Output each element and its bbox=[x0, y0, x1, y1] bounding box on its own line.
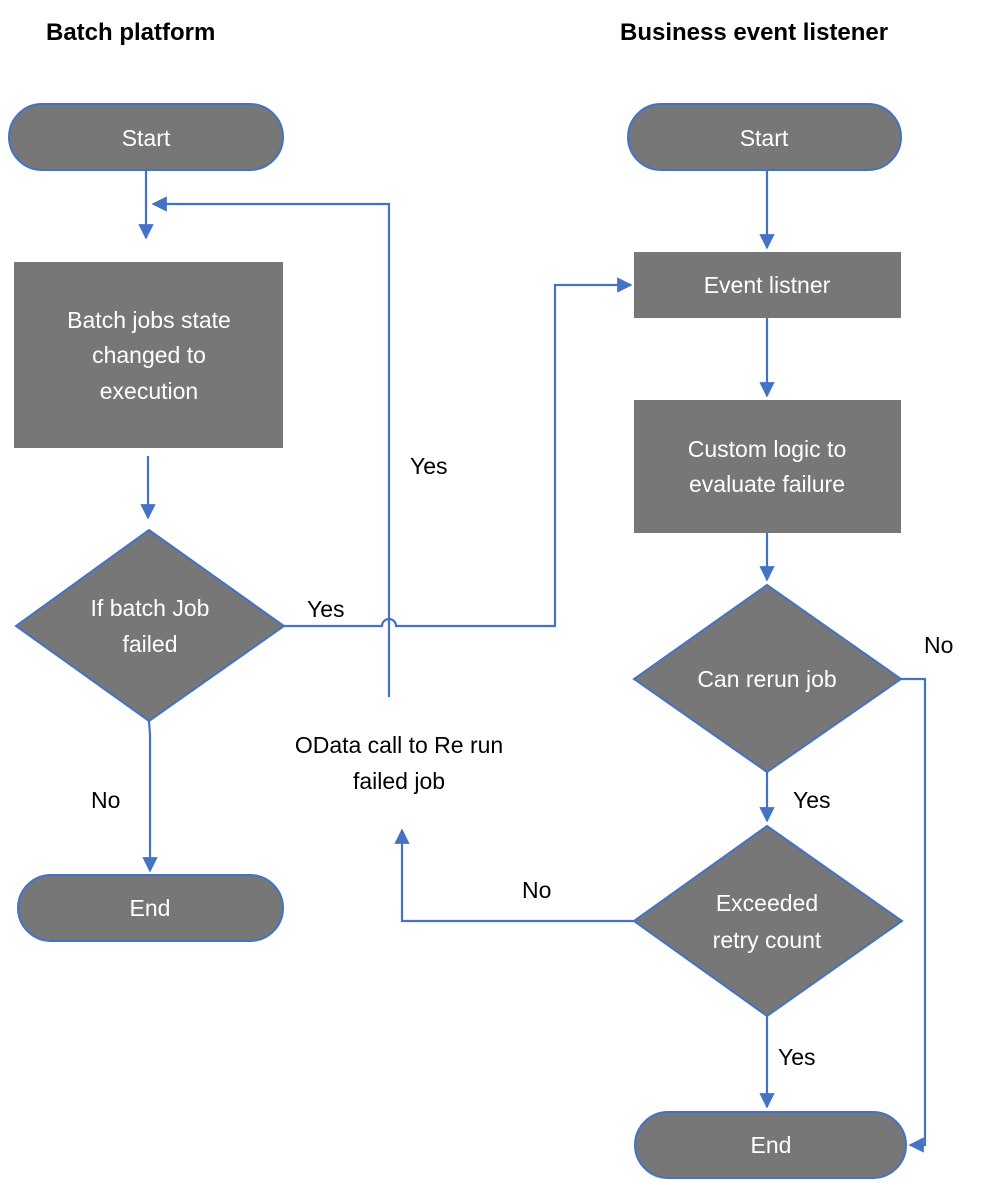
exceeded-no-label: No bbox=[522, 877, 551, 903]
batch-failed-line-1: If batch Job bbox=[91, 595, 210, 621]
odata-call-line-1: OData call to Re run bbox=[295, 732, 503, 758]
can-rerun-decision: Can rerun job bbox=[632, 583, 903, 774]
custom-logic-line-2: evaluate failure bbox=[689, 471, 845, 497]
connector-exceeded-no-to-odata bbox=[394, 828, 634, 923]
batch-state-line-2: changed to bbox=[92, 342, 206, 368]
right-start-node: Start bbox=[627, 103, 902, 171]
can-rerun-yes-label: Yes bbox=[793, 787, 831, 813]
exceeded-retry-line-2: retry count bbox=[713, 927, 822, 953]
odata-call-node: OData call to Re run failed job bbox=[295, 732, 503, 794]
left-no-label: No bbox=[91, 787, 120, 813]
connector-decision-to-end bbox=[142, 720, 158, 873]
connector-failed-yes-to-event-listener bbox=[284, 277, 633, 628]
left-start-node: Start bbox=[8, 103, 284, 171]
odata-yes-label: Yes bbox=[410, 453, 448, 479]
exceeded-retry-decision: Exceeded retry count bbox=[632, 824, 904, 1018]
left-end-label: End bbox=[130, 895, 171, 921]
event-listener-label: Event listner bbox=[704, 272, 831, 298]
can-rerun-label: Can rerun job bbox=[697, 666, 836, 692]
heading-business-event-listener: Business event listener bbox=[620, 19, 888, 46]
event-listener-process: Event listner bbox=[634, 252, 901, 318]
right-start-label: Start bbox=[740, 125, 789, 151]
custom-logic-process: Custom logic to evaluate failure bbox=[634, 400, 901, 533]
exceeded-yes-label: Yes bbox=[778, 1044, 816, 1070]
right-end-label: End bbox=[751, 1132, 792, 1158]
heading-batch-platform: Batch platform bbox=[46, 19, 215, 46]
connector-can-rerun-no-to-end bbox=[901, 677, 927, 1153]
batch-state-line-1: Batch jobs state bbox=[67, 307, 231, 333]
left-yes-label: Yes bbox=[307, 596, 345, 622]
batch-failed-line-2: failed bbox=[123, 631, 178, 657]
can-rerun-no-label: No bbox=[924, 632, 953, 658]
odata-call-line-2: failed job bbox=[353, 768, 445, 794]
left-end-node: End bbox=[17, 874, 284, 942]
batch-state-process: Batch jobs state changed to execution bbox=[14, 262, 283, 448]
right-end-node: End bbox=[634, 1111, 907, 1179]
connector-odata-to-batch-loop bbox=[151, 196, 391, 697]
custom-logic-line-1: Custom logic to bbox=[688, 436, 847, 462]
exceeded-retry-line-1: Exceeded bbox=[716, 890, 818, 916]
left-start-label: Start bbox=[122, 125, 171, 151]
batch-state-line-3: execution bbox=[100, 378, 198, 404]
batch-failed-decision: If batch Job failed bbox=[14, 528, 286, 723]
